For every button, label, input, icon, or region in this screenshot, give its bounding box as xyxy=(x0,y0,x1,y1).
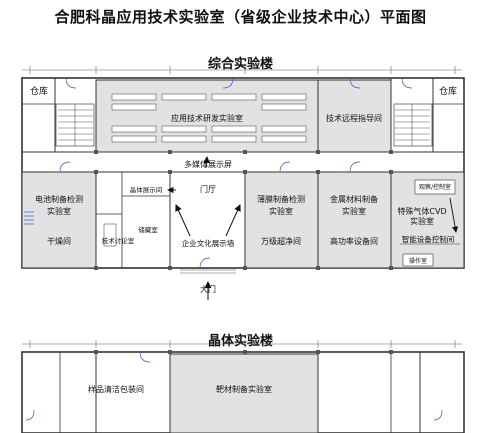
room-operation: 操作室 xyxy=(409,257,427,265)
room-drying: 干燥间 xyxy=(47,237,71,246)
label-culture-wall: 企业文化展示墙 xyxy=(182,238,235,248)
page-title: 合肥科晶应用技术实验室（省级企业技术中心）平面图 xyxy=(54,8,427,26)
room-warehouse-left: 仓库 xyxy=(30,85,48,97)
room-remote-guidance: 技术远程指导间 xyxy=(326,113,382,123)
room-clean-room: 万级超净间 xyxy=(261,236,301,246)
room-sample-clean: 样品清洁包装间 xyxy=(88,384,144,394)
room-observe-control: 观察/控制室 xyxy=(419,183,451,191)
room-metal-lab-line1: 金属材料制备 xyxy=(330,194,378,204)
building-2-title: 晶体实验楼 xyxy=(207,334,273,349)
room-metal-lab-line2: 实验室 xyxy=(342,206,366,216)
label-lobby: 门厅 xyxy=(200,184,216,194)
room-high-power: 高功率设备间 xyxy=(330,236,378,246)
room-battery-lab-line2: 实验室 xyxy=(47,206,71,216)
room-target-lab: 靶材制备实验室 xyxy=(216,384,272,394)
room-rnd-lab: 应用技术研发实验室 xyxy=(171,113,243,123)
room-warehouse-right: 仓库 xyxy=(439,85,457,97)
label-main-gate: 大门 xyxy=(200,284,216,294)
room-discussion: 技术讨论室 xyxy=(102,236,135,245)
building-1: 仓库 仓库 应用技术研发实验室 技术远程指导间 多媒体展示屏 电池制备检测 实验… xyxy=(21,66,465,300)
room-crystal-display: 晶体展示间 xyxy=(130,185,163,194)
room-gas-cvd-line1: 特殊气体CVD xyxy=(397,206,446,216)
room-thin-film-line2: 实验室 xyxy=(269,206,293,216)
room-battery-lab-line1: 电池制备检测 xyxy=(35,194,83,204)
building-1-title: 综合实验楼 xyxy=(207,57,273,72)
room-gas-cvd-line2: 实验室 xyxy=(410,216,434,226)
room-storage: 储藏室 xyxy=(138,225,158,234)
building-2: 样品清洁包装间 靶材制备实验室 xyxy=(21,340,465,433)
label-multimedia-screen: 多媒体展示屏 xyxy=(184,159,232,169)
room-smart-control: 智能设备控制间 xyxy=(402,234,455,244)
room-thin-film-line1: 薄膜制备检测 xyxy=(257,194,305,204)
